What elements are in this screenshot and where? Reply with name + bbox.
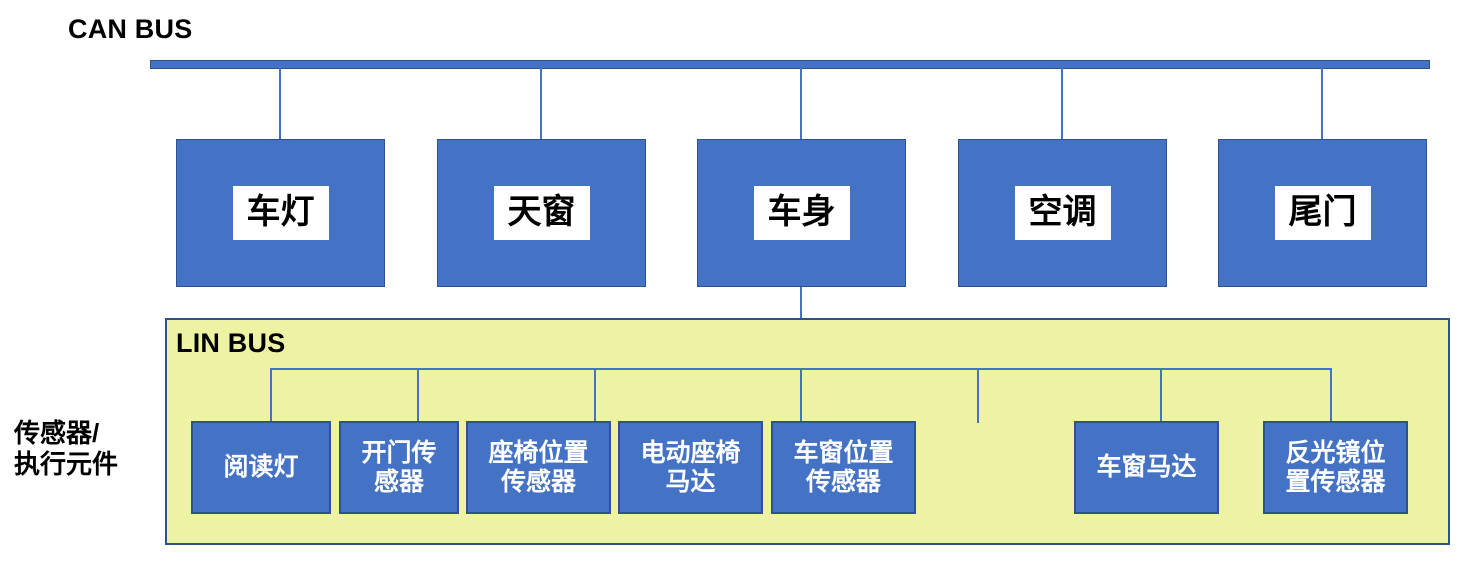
can-bus-backbone (150, 60, 1430, 69)
can-node-label: 尾门 (1274, 186, 1371, 240)
lin-node-label: 阅读灯 (223, 453, 299, 482)
lin-node-window-position-sensor[interactable]: 车窗位置 传感器 (771, 421, 916, 514)
lin-connector-line-5 (977, 368, 979, 423)
lin-node-mirror-position-sensor[interactable]: 反光镜位 置传感器 (1263, 421, 1408, 514)
can-node-label: 天窗 (493, 186, 590, 240)
can-connector-line-5 (1321, 68, 1323, 140)
can-node-tailgate[interactable]: 尾门 (1218, 139, 1427, 287)
lin-node-label: 车窗马达 (1096, 453, 1197, 482)
lin-node-door-open-sensor[interactable]: 开门传 感器 (339, 421, 459, 514)
lin-node-label: 反光镜位 置传感器 (1285, 439, 1386, 496)
lin-node-label: 电动座椅 马达 (640, 439, 741, 496)
lin-connector-line-3 (594, 368, 596, 423)
lin-bus-title: LIN BUS (176, 328, 286, 358)
lin-node-reading-lamp[interactable]: 阅读灯 (191, 421, 331, 514)
lin-node-label: 车窗位置 传感器 (793, 439, 894, 496)
lin-connector-line-2 (417, 368, 419, 423)
lin-node-power-seat-motor[interactable]: 电动座椅 马达 (618, 421, 763, 514)
lin-node-label: 座椅位置 传感器 (488, 439, 589, 496)
can-connector-line-1 (279, 68, 281, 140)
sensor-actuator-side-label: 传感器/ 执行元件 (14, 418, 164, 479)
can-connector-line-4 (1061, 68, 1063, 140)
lin-connector-line-4 (800, 368, 802, 423)
can-node-label: 空调 (1014, 186, 1111, 240)
can-node-hvac[interactable]: 空调 (958, 139, 1167, 287)
lin-connector-line-6 (1160, 368, 1162, 423)
can-node-sunroof[interactable]: 天窗 (437, 139, 646, 287)
lin-node-window-motor[interactable]: 车窗马达 (1074, 421, 1219, 514)
lin-node-seat-position-sensor[interactable]: 座椅位置 传感器 (466, 421, 611, 514)
side-label-line-2: 执行元件 (14, 448, 119, 479)
lin-connector-line-1 (270, 368, 272, 423)
can-bus-title: CAN BUS (68, 14, 193, 44)
lin-connector-line-7 (1330, 368, 1332, 423)
can-node-headlight[interactable]: 车灯 (176, 139, 385, 287)
can-node-label: 车灯 (232, 186, 329, 240)
can-node-label: 车身 (753, 186, 850, 240)
side-label-line-1: 传感器/ (14, 418, 100, 448)
can-connector-line-2 (540, 68, 542, 140)
lin-node-label: 开门传 感器 (361, 439, 437, 496)
can-connector-line-3 (800, 68, 802, 140)
can-node-body[interactable]: 车身 (697, 139, 906, 287)
